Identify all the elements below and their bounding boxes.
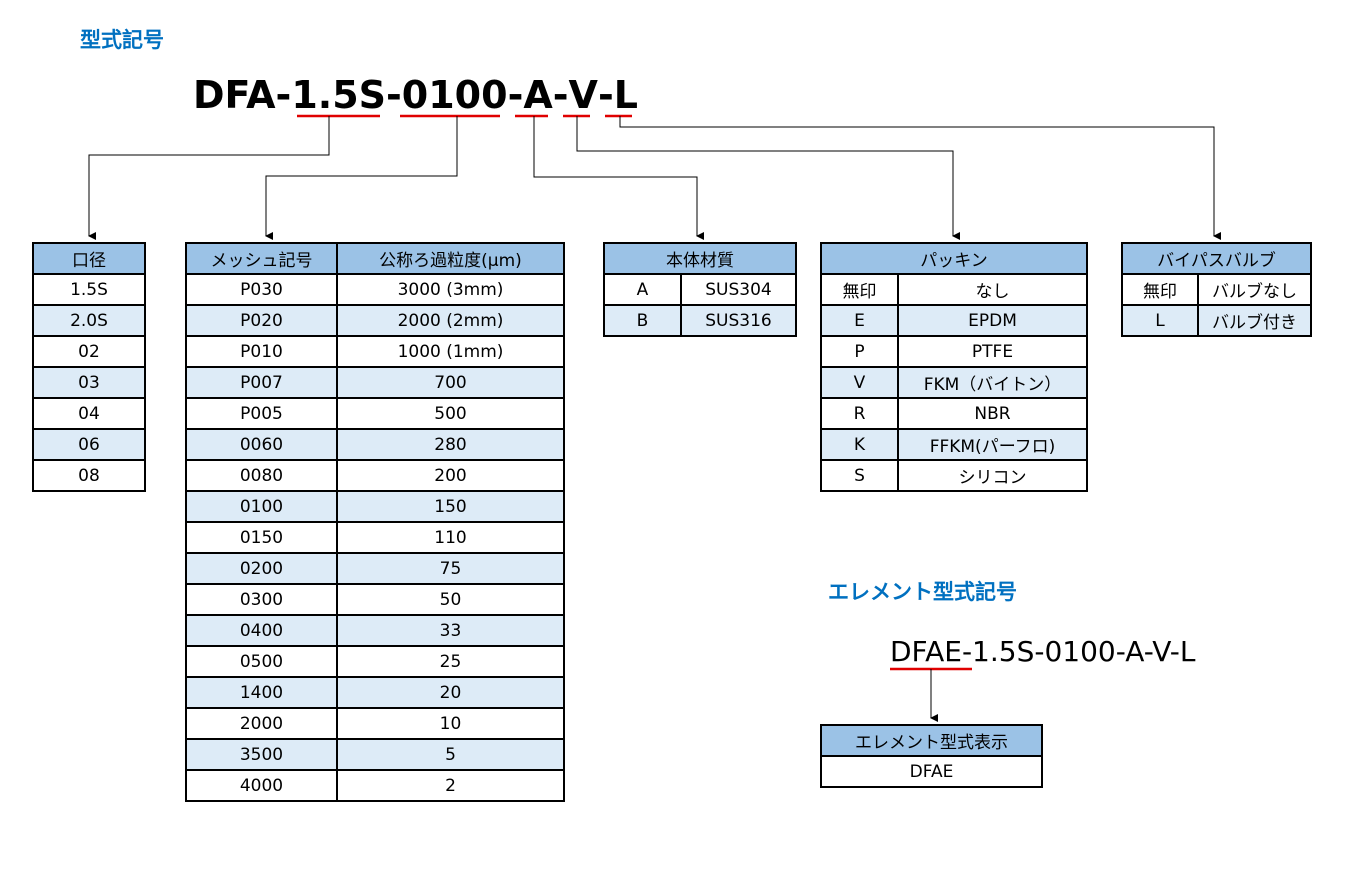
model-code-valve: L [613,73,638,117]
material-name-cell: SUS316 [680,304,797,337]
mesh-code-cell: 1400 [185,676,338,709]
model-code-bore: 1.5S [291,73,387,117]
filtration-cell: 700 [336,366,565,399]
model-code-prefix: DFA- [193,73,292,117]
filtration-cell: 280 [336,428,565,461]
packing-code-cell: V [820,366,899,399]
filtration-cell: 20 [336,676,565,709]
page-title: 型式記号 [80,28,164,52]
filtration-cell: 33 [336,614,565,647]
mesh-code-cell: P020 [185,304,338,337]
filtration-cell: 110 [336,521,565,554]
packing-code-cell: R [820,397,899,430]
mesh-code-cell: 0100 [185,490,338,523]
packing-code-cell: 無印 [820,273,899,306]
bore-row: 1.5S [32,273,146,306]
filtration-cell: 5 [336,738,565,771]
connector-packing [576,116,960,240]
connector-mesh [265,116,458,240]
bore-header: 口径 [32,242,146,275]
element-table: エレメント型式表示 DFAE [820,724,1043,788]
connector-material [533,116,704,240]
element-header: エレメント型式表示 [820,724,1043,757]
material-code-cell: B [603,304,682,337]
mesh-code-cell: P030 [185,273,338,306]
bypass-valve-header: バイパスバルブ [1120,242,1313,275]
filtration-cell: 2 [336,769,565,802]
packing-code-cell: S [820,459,899,492]
mesh-code-cell: 0500 [185,645,338,678]
model-code-dash: - [552,73,569,117]
valve-code-cell: L [1121,304,1199,337]
packing-name-cell: FKM（バイトン） [897,366,1088,399]
connector-bore [88,116,330,240]
element-section-title: エレメント型式記号 [828,580,1017,604]
bore-row: 06 [32,428,146,461]
filtration-header: 公称ろ過粒度(μm) [336,242,565,275]
model-code-dash: - [507,73,524,117]
packing-code-cell: E [820,304,899,337]
mesh-code-cell: 3500 [185,738,338,771]
bore-row: 2.0S [32,304,146,337]
mesh-code-header: メッシュ記号 [185,242,338,275]
model-code-mesh: 0100 [401,73,508,117]
filtration-cell: 500 [336,397,565,430]
filtration-cell: 75 [336,552,565,585]
body-material-header: 本体材質 [603,242,797,275]
element-code: DFAE-1.5S-0100-A-V-L [890,638,1195,666]
mesh-code-cell: 0150 [185,521,338,554]
model-code-dash: - [386,73,402,117]
model-code-material: A [523,73,553,117]
filtration-cell: 2000 (2mm) [336,304,565,337]
packing-name-cell: PTFE [897,335,1088,368]
packing-name-cell: EPDM [897,304,1088,337]
bore-row: 03 [32,366,146,399]
material-code-cell: A [603,273,682,306]
packing-name-cell: なし [897,273,1088,306]
bore-row: 04 [32,397,146,430]
model-code: DFA-1.5S-0100-A-V-L [193,76,638,114]
packing-code-cell: K [820,428,899,461]
element-code-suffix: -1.5S-0100-A-V-L [961,635,1196,668]
mesh-code-cell: P005 [185,397,338,430]
filtration-cell: 150 [336,490,565,523]
valve-name-cell: バルブ付き [1196,304,1313,337]
valve-code-cell: 無印 [1121,273,1199,306]
packing-name-cell: NBR [897,397,1088,430]
filtration-cell: 1000 (1mm) [336,335,565,368]
packing-name-cell: シリコン [897,459,1088,492]
connector-valve [619,116,1221,240]
mesh-code-cell: 4000 [185,769,338,802]
mesh-code-cell: 0200 [185,552,338,585]
packing-name-cell: FFKM(パーフロ) [897,428,1088,461]
filtration-cell: 200 [336,459,565,492]
mesh-code-cell: 0300 [185,583,338,616]
packing-header: パッキン [820,242,1088,275]
material-name-cell: SUS304 [680,273,797,306]
bore-row: 02 [32,335,146,368]
valve-name-cell: バルブなし [1196,273,1313,306]
element-code-prefix: DFAE [890,635,962,668]
element-code-cell: DFAE [820,755,1043,788]
filtration-cell: 25 [336,645,565,678]
filtration-cell: 3000 (3mm) [336,273,565,306]
filtration-cell: 10 [336,707,565,740]
model-code-dash: - [597,73,614,117]
packing-code-cell: P [820,335,899,368]
mesh-code-cell: P010 [185,335,338,368]
mesh-code-cell: 2000 [185,707,338,740]
mesh-code-cell: 0080 [185,459,338,492]
mesh-code-cell: 0400 [185,614,338,647]
mesh-code-cell: 0060 [185,428,338,461]
bore-row: 08 [32,459,146,492]
model-code-packing: V [568,73,598,117]
mesh-code-cell: P007 [185,366,338,399]
bore-table: 口径 1.5S 2.0S 02 03 04 06 08 [32,242,146,492]
filtration-cell: 50 [336,583,565,616]
